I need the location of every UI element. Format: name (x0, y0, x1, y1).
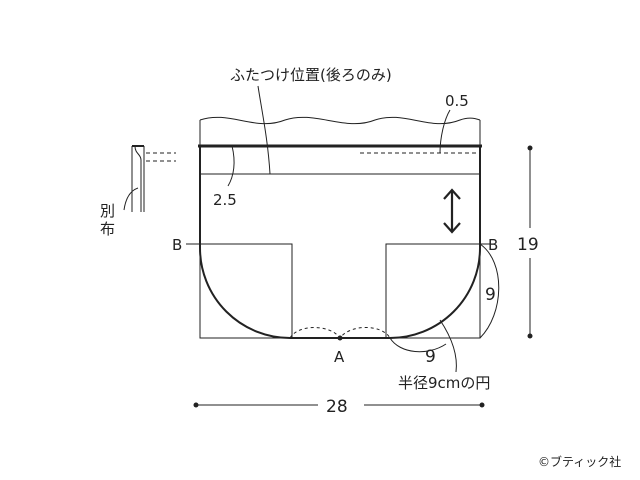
right-corner-box (385, 243, 480, 338)
seam-top-label: 2.5 (213, 191, 237, 209)
bottom-dim-curve (389, 337, 447, 353)
width-dim-dot-right (479, 402, 485, 408)
separate-fabric-piece (123, 145, 176, 212)
height-label-bg (514, 228, 548, 258)
bottom-dim-label: 9 (425, 347, 436, 367)
seam-small-label: 0.5 (445, 92, 469, 110)
height-label: 19 (517, 235, 539, 255)
width-label-bg (318, 394, 364, 418)
seam-top-leader (227, 145, 235, 187)
separate-fabric-label-2: 布 (100, 220, 115, 238)
left-corner-box (200, 243, 293, 338)
copyright-label: ©ブティック社 (538, 454, 621, 469)
point-a-label: A (334, 348, 345, 366)
point-b-right-label: B (488, 236, 498, 254)
grain-arrow-icon (443, 188, 461, 234)
radius-label: 半径9cmの円 (398, 374, 490, 392)
seam-small-leader (439, 109, 451, 154)
separate-fabric-label-1: 別 (100, 202, 115, 220)
lid-position-leader (257, 85, 271, 175)
right-side-dim-curve (479, 243, 500, 339)
pattern-outline (199, 146, 481, 339)
bottom-right-frame (386, 244, 481, 339)
width-dim-dot-left (193, 402, 199, 408)
bottom-left-frame (199, 244, 292, 339)
height-dim-dot-bottom (527, 333, 533, 339)
torn-edge (199, 116, 481, 125)
radius-leader (439, 319, 457, 373)
point-a-dot (337, 335, 343, 341)
height-dim-dot-top (527, 145, 533, 151)
right-side-label: 9 (485, 285, 496, 305)
point-b-left-label: B (172, 236, 182, 254)
lid-position-label: ふたつけ位置(後ろのみ) (230, 66, 392, 84)
width-label: 28 (326, 397, 348, 417)
